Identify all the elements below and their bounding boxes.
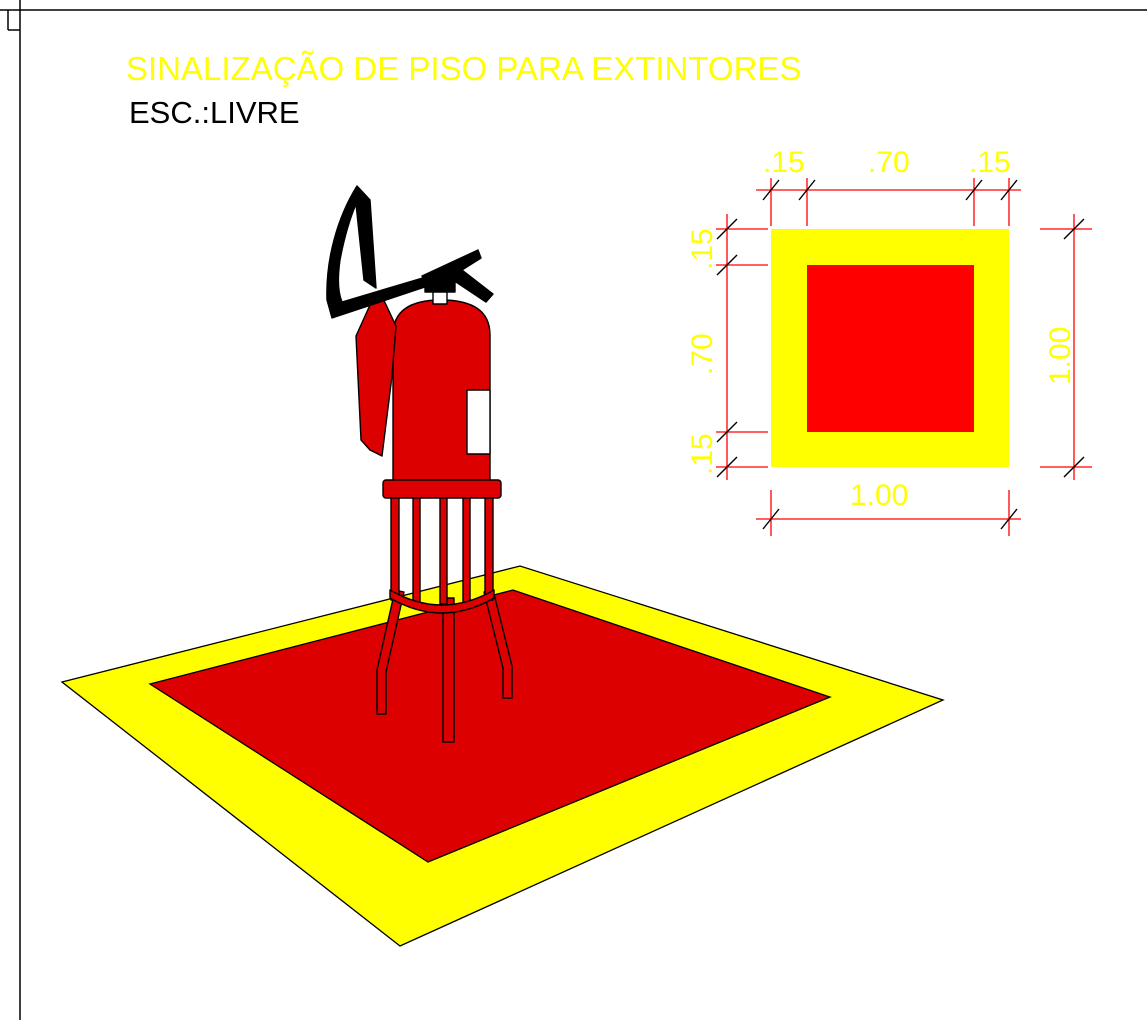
scale-label: ESC.:LIVRE xyxy=(129,95,300,130)
dimension-bottom: 1.00 xyxy=(756,479,1021,536)
plan-view xyxy=(771,229,1009,467)
dim-right-total: 1.00 xyxy=(1044,327,1077,385)
extinguisher-hose xyxy=(355,291,397,457)
dim-left-middle: .70 xyxy=(686,333,719,375)
dimension-left: .15 .70 .15 xyxy=(686,214,768,480)
dimension-right: 1.00 xyxy=(1040,214,1092,480)
drawing-title: SINALIZAÇÃO DE PISO PARA EXTINTORES xyxy=(126,50,801,87)
plan-red-square xyxy=(807,265,974,432)
fire-extinguisher xyxy=(326,185,513,743)
dim-left-top: .15 xyxy=(686,228,719,270)
dim-top-left: .15 xyxy=(763,146,805,179)
dim-left-bottom: .15 xyxy=(686,433,719,475)
dim-top-right: .15 xyxy=(969,146,1011,179)
floor-marking-perspective xyxy=(60,565,945,947)
extinguisher-collar xyxy=(382,479,502,499)
dimension-top: .15 .70 .15 xyxy=(756,146,1021,226)
dim-bottom-total: 1.00 xyxy=(850,479,908,512)
extinguisher-label-plate xyxy=(466,389,491,455)
dim-top-center: .70 xyxy=(868,146,910,179)
extinguisher-nozzle xyxy=(326,185,441,319)
